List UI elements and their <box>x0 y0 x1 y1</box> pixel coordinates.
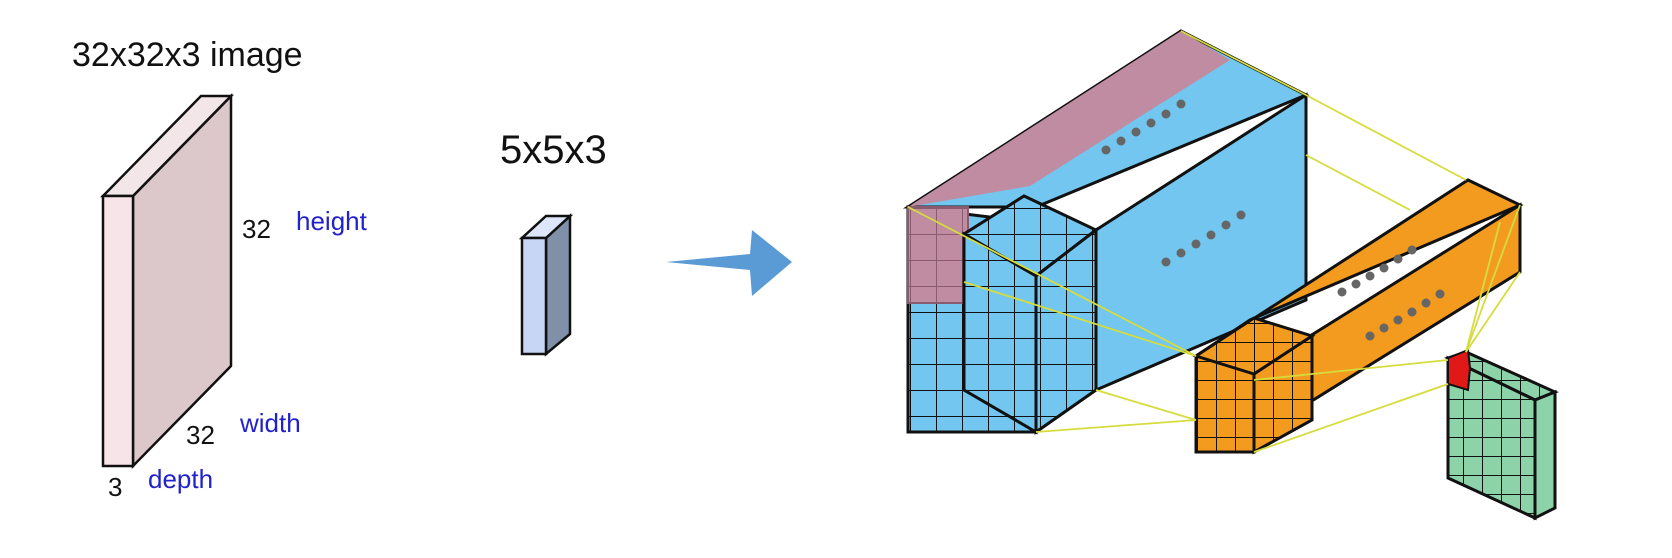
input-image-slab <box>100 92 234 470</box>
input-volume-block <box>902 29 1310 435</box>
output-block <box>1444 348 1559 521</box>
width-value: 32 <box>186 420 215 450</box>
output-side-face <box>1533 389 1557 521</box>
depth-value: 3 <box>108 472 123 502</box>
filter-block <box>518 213 574 357</box>
height-label: height <box>296 206 367 236</box>
output-front-grid <box>1446 355 1537 521</box>
width-label: width <box>240 408 301 438</box>
input-slab-front-face <box>101 194 135 468</box>
arrow-right-icon <box>666 230 792 296</box>
volume-top-band-mauve <box>908 31 1230 207</box>
activation-block <box>1192 178 1524 455</box>
depth-label: depth <box>148 464 214 494</box>
output-highlight-cell <box>1447 348 1472 392</box>
filter-front-face <box>520 236 548 356</box>
projection-lines <box>907 30 1521 453</box>
filter-title: 5x5x3 <box>500 128 607 172</box>
filter-side-face <box>544 213 572 357</box>
height-value: 32 <box>242 214 271 244</box>
volume-ellipsis-dots <box>1101 99 1246 267</box>
input-image-title: 32x32x3 image <box>72 36 303 74</box>
activation-ellipsis-dots <box>1337 245 1445 341</box>
activation-cube-side-grid <box>1252 333 1314 455</box>
receptive-field-mauve-grid <box>907 206 969 304</box>
